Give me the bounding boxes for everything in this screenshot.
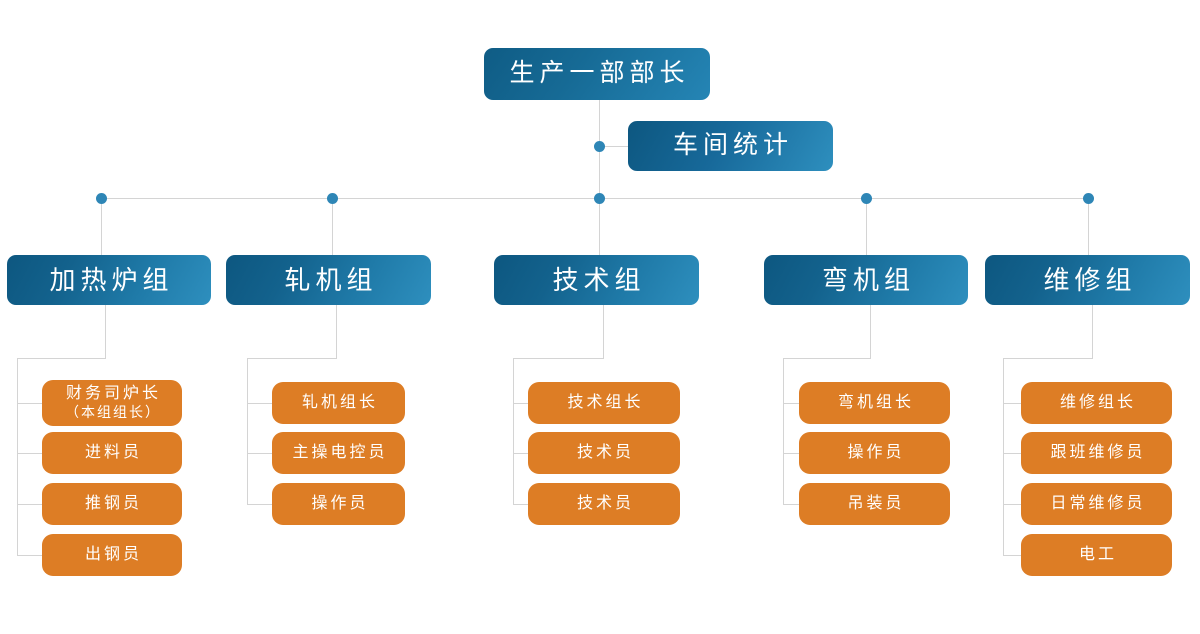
connector-g4-rail xyxy=(783,358,784,504)
node-member[interactable]: 技术员 xyxy=(528,483,680,525)
node-member[interactable]: 操作员 xyxy=(799,432,950,474)
junction-dot-group-1 xyxy=(96,193,107,204)
connector-drop-group-1 xyxy=(101,198,102,255)
member-label-line1: 主操电控员 xyxy=(292,443,388,461)
connector-drop-group-3 xyxy=(599,198,600,255)
connector-g1-turn xyxy=(17,358,106,359)
node-member[interactable]: 进料员 xyxy=(42,432,182,474)
node-group-maintenance[interactable]: 维修组 xyxy=(985,255,1190,305)
node-member[interactable]: 弯机组长 xyxy=(799,382,950,424)
connector-g2-rail xyxy=(247,358,248,504)
connector-g2-stem xyxy=(336,305,337,358)
node-member[interactable]: 跟班维修员 xyxy=(1021,432,1172,474)
junction-dot-group-2 xyxy=(327,193,338,204)
connector-g4-turn xyxy=(783,358,871,359)
member-label-line1: 技术组长 xyxy=(567,393,644,411)
connector-g2-stub-3 xyxy=(247,504,272,505)
member-label-line1: 日常维修员 xyxy=(1050,494,1146,512)
member-label-line1: 推钢员 xyxy=(84,494,142,512)
connector-g5-stub-4 xyxy=(1003,555,1028,556)
member-label-line1: 出钢员 xyxy=(84,545,142,563)
member-label-line1: 弯机组长 xyxy=(837,393,914,411)
connector-g1-stub-2 xyxy=(17,453,42,454)
connector-g3-stem xyxy=(603,305,604,358)
connector-g4-stub-1 xyxy=(783,403,808,404)
junction-dot-group-5 xyxy=(1083,193,1094,204)
node-member[interactable]: 财务司炉长 （本组组长） xyxy=(42,380,182,426)
node-member[interactable]: 主操电控员 xyxy=(272,432,405,474)
member-label-line1: 电工 xyxy=(1078,545,1117,563)
node-group-technical[interactable]: 技术组 xyxy=(494,255,699,305)
member-label-line2: （本组组长） xyxy=(65,404,161,421)
member-label-line1: 轧机组长 xyxy=(301,393,378,411)
member-label-line1: 进料员 xyxy=(84,443,142,461)
connector-drop-group-5 xyxy=(1088,198,1089,255)
junction-dot-staff xyxy=(594,141,605,152)
node-group-heating-furnace[interactable]: 加热炉组 xyxy=(7,255,211,305)
member-label-line1: 财务司炉长 xyxy=(65,385,161,403)
node-member[interactable]: 出钢员 xyxy=(42,534,182,576)
node-member[interactable]: 吊装员 xyxy=(799,483,950,525)
connector-g1-rail xyxy=(17,358,18,555)
connector-g1-stem xyxy=(105,305,106,358)
junction-dot-group-3 xyxy=(594,193,605,204)
connector-g3-stub-2 xyxy=(513,453,538,454)
connector-g2-stub-1 xyxy=(247,403,272,404)
member-label-line1: 维修组长 xyxy=(1059,393,1136,411)
connector-g3-stub-1 xyxy=(513,403,538,404)
node-member[interactable]: 日常维修员 xyxy=(1021,483,1172,525)
connector-drop-group-2 xyxy=(332,198,333,255)
connector-g2-stub-2 xyxy=(247,453,272,454)
connector-g3-turn xyxy=(513,358,604,359)
node-root[interactable]: 生产一部部长 xyxy=(484,48,710,100)
connector-g5-rail xyxy=(1003,358,1004,555)
connector-g3-stub-3 xyxy=(513,504,538,505)
connector-g5-turn xyxy=(1003,358,1093,359)
connector-drop-group-4 xyxy=(866,198,867,255)
connector-g5-stem xyxy=(1092,305,1093,358)
member-label-line1: 技术员 xyxy=(576,443,634,461)
member-label-line1: 吊装员 xyxy=(847,494,905,512)
node-member[interactable]: 操作员 xyxy=(272,483,405,525)
node-member[interactable]: 轧机组长 xyxy=(272,382,405,424)
connector-g2-turn xyxy=(247,358,337,359)
node-member[interactable]: 电工 xyxy=(1021,534,1172,576)
node-member[interactable]: 技术员 xyxy=(528,432,680,474)
connector-staff-branch xyxy=(599,146,628,147)
node-member[interactable]: 维修组长 xyxy=(1021,382,1172,424)
connector-g5-stub-2 xyxy=(1003,453,1028,454)
node-staff-workshop-statistics[interactable]: 车间统计 xyxy=(628,121,833,171)
member-label-line1: 跟班维修员 xyxy=(1050,443,1146,461)
connector-g5-stub-1 xyxy=(1003,403,1028,404)
connector-g1-stub-4 xyxy=(17,555,42,556)
connector-g1-stub-1 xyxy=(17,403,42,404)
connector-g5-stub-3 xyxy=(1003,504,1028,505)
member-label-line1: 操作员 xyxy=(311,494,369,512)
connector-g4-stem xyxy=(870,305,871,358)
member-label-line1: 技术员 xyxy=(576,494,634,512)
connector-g3-rail xyxy=(513,358,514,504)
connector-g4-stub-3 xyxy=(783,504,808,505)
node-member[interactable]: 技术组长 xyxy=(528,382,680,424)
member-label-line1: 操作员 xyxy=(847,443,905,461)
node-member[interactable]: 推钢员 xyxy=(42,483,182,525)
junction-dot-group-4 xyxy=(861,193,872,204)
connector-g4-stub-2 xyxy=(783,453,808,454)
connector-g1-stub-3 xyxy=(17,504,42,505)
node-group-bending-machine[interactable]: 弯机组 xyxy=(764,255,968,305)
node-group-rolling-mill[interactable]: 轧机组 xyxy=(226,255,431,305)
